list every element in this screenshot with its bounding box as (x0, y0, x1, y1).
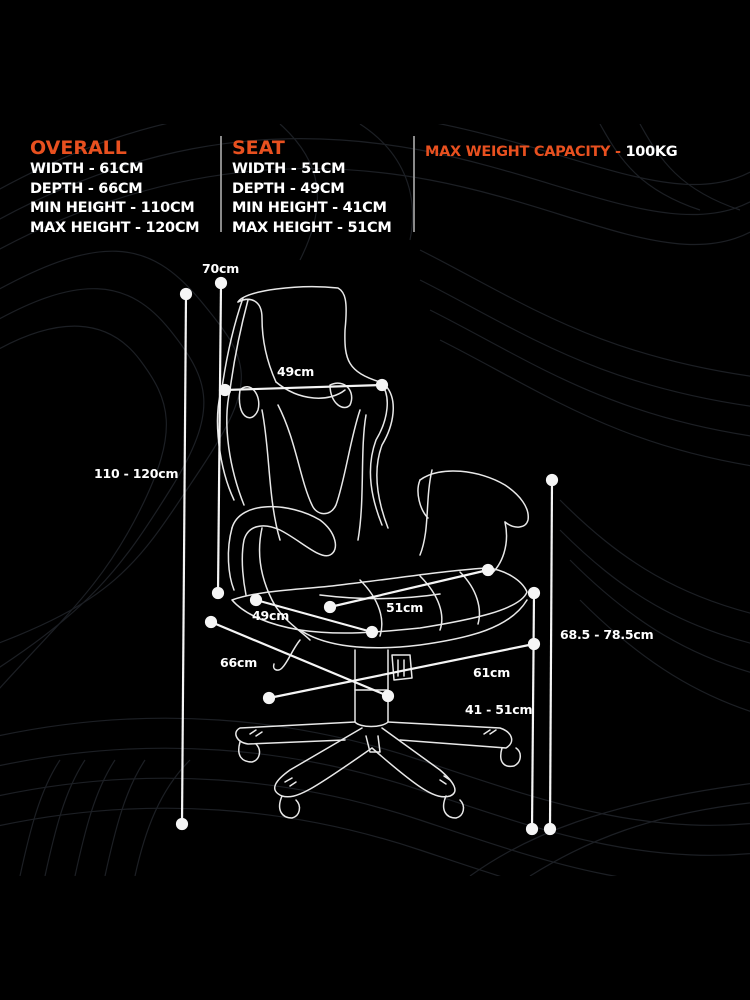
seat-max-height: MAX HEIGHT - 51CM (232, 219, 392, 236)
label-backrest-height: 70cm (202, 261, 240, 276)
overall-title: OVERALL (30, 137, 127, 159)
label-seat-depth: 49cm (252, 608, 290, 623)
overall-width: WIDTH - 61CM (30, 161, 144, 177)
seat-width: WIDTH - 51CM (232, 161, 346, 177)
seat-depth: DEPTH - 49CM (232, 180, 345, 197)
max-weight-value: 100KG (625, 144, 678, 160)
overall-depth: DEPTH - 66CM (30, 180, 143, 197)
seat-title: SEAT (232, 137, 285, 159)
label-backrest-width: 49cm (277, 364, 315, 379)
label-seat-width: 51cm (386, 600, 424, 615)
label-armrest-height: 68.5 - 78.5cm (560, 627, 654, 642)
label-seat-height: 41 - 51cm (465, 702, 533, 717)
label-overall-width: 61cm (473, 665, 511, 680)
label-total-height: 110 - 120cm (94, 466, 179, 481)
overall-specs: OVERALL WIDTH - 61CM DEPTH - 66CM MIN HE… (30, 137, 200, 238)
overall-min-height: MIN HEIGHT - 110CM (30, 200, 195, 216)
seat-specs: SEAT WIDTH - 51CM DEPTH - 49CM MIN HEIGH… (232, 138, 392, 238)
max-weight-spec: MAX WEIGHT CAPACITY - 100KG (425, 143, 678, 163)
max-weight-label: MAX WEIGHT CAPACITY - (425, 144, 626, 160)
dimension-lines (175, 276, 559, 836)
divider-1 (220, 136, 222, 232)
seat-min-height: MIN HEIGHT - 41CM (232, 200, 387, 216)
label-overall-depth: 66cm (220, 655, 258, 670)
chair-outline (216, 286, 529, 819)
divider-2 (413, 136, 415, 232)
overall-max-height: MAX HEIGHT - 120CM (30, 219, 200, 236)
